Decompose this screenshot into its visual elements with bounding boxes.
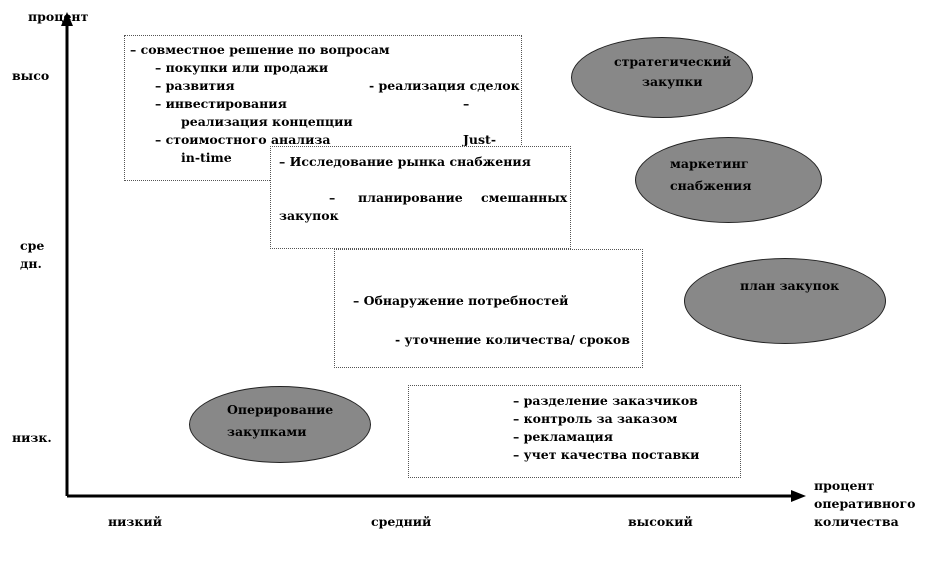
box1-item-4: – инвестирования xyxy=(155,96,287,111)
y-axis-arrow xyxy=(61,12,73,26)
box2-planning: планирование xyxy=(358,190,463,205)
marketing-line-2: снабжения xyxy=(670,178,752,193)
box2-title: – Исследование рынка снабжения xyxy=(279,154,531,169)
strategic-line-1: стратегический xyxy=(614,54,732,69)
box3-title: – Обнаружение потребностей xyxy=(353,293,569,308)
order-control-box: – разделение заказчиков – контроль за за… xyxy=(408,385,741,478)
needs-discovery-box: – Обнаружение потребностей - уточнение к… xyxy=(334,249,643,368)
box1-item-1: – покупки или продажи xyxy=(155,60,329,75)
operational-purchasing-ellipse: Оперирование закупками xyxy=(189,386,371,463)
box2-dash: – xyxy=(329,190,336,205)
box1-item-7: – стоимостного анализа xyxy=(155,132,331,147)
box1-item-9: in-time xyxy=(181,150,232,165)
box1-item-5: – xyxy=(463,96,470,111)
x-tick-mid: средний xyxy=(371,514,432,529)
x-tick-low: низкий xyxy=(108,514,162,529)
x-axis-title-2: оперативного xyxy=(814,496,916,511)
y-axis-title: процент xyxy=(28,9,89,24)
box4-item-1: – контроль за заказом xyxy=(513,411,678,426)
marketing-line-1: маркетинг xyxy=(670,156,749,171)
y-tick-low: низк. xyxy=(12,430,52,445)
box3-line2: - уточнение количества/ сроков xyxy=(395,332,630,347)
box1-item-0: – совместное решение по вопросам xyxy=(130,42,390,57)
strategic-purchasing-ellipse: стратегический закупки xyxy=(571,37,753,118)
box4-item-0: – разделение заказчиков xyxy=(513,393,698,408)
x-axis-title-1: процент xyxy=(814,478,875,493)
supply-marketing-ellipse: маркетинг снабжения xyxy=(635,137,822,223)
box2-purchases: закупок xyxy=(279,208,339,223)
y-tick-mid-1: сре xyxy=(20,238,45,253)
box1-item-3: - реализация сделок xyxy=(369,78,520,93)
operational-line-1: Оперирование xyxy=(227,402,334,417)
box1-item-6: реализация концепции xyxy=(181,114,353,129)
x-axis-arrow xyxy=(791,490,806,502)
operational-line-2: закупками xyxy=(227,424,307,439)
joint-decision-box: – совместное решение по вопросам – покуп… xyxy=(124,35,522,181)
market-research-box: – Исследование рынка снабжения – планиро… xyxy=(270,146,571,249)
x-axis-title-3: количества xyxy=(814,514,899,529)
box2-mixed: смешанных xyxy=(481,190,568,205)
box1-item-8: Just- xyxy=(463,132,497,147)
y-tick-mid-2: дн. xyxy=(20,256,42,271)
plan-line-1: план закупок xyxy=(740,278,840,293)
x-tick-high: высокий xyxy=(628,514,693,529)
box4-item-3: – учет качества поставки xyxy=(513,447,700,462)
y-tick-high: высо xyxy=(12,68,50,83)
purchase-plan-ellipse: план закупок xyxy=(684,258,886,344)
box1-item-2: – развития xyxy=(155,78,235,93)
strategic-line-2: закупки xyxy=(642,74,703,89)
box4-item-2: – рекламация xyxy=(513,429,613,444)
